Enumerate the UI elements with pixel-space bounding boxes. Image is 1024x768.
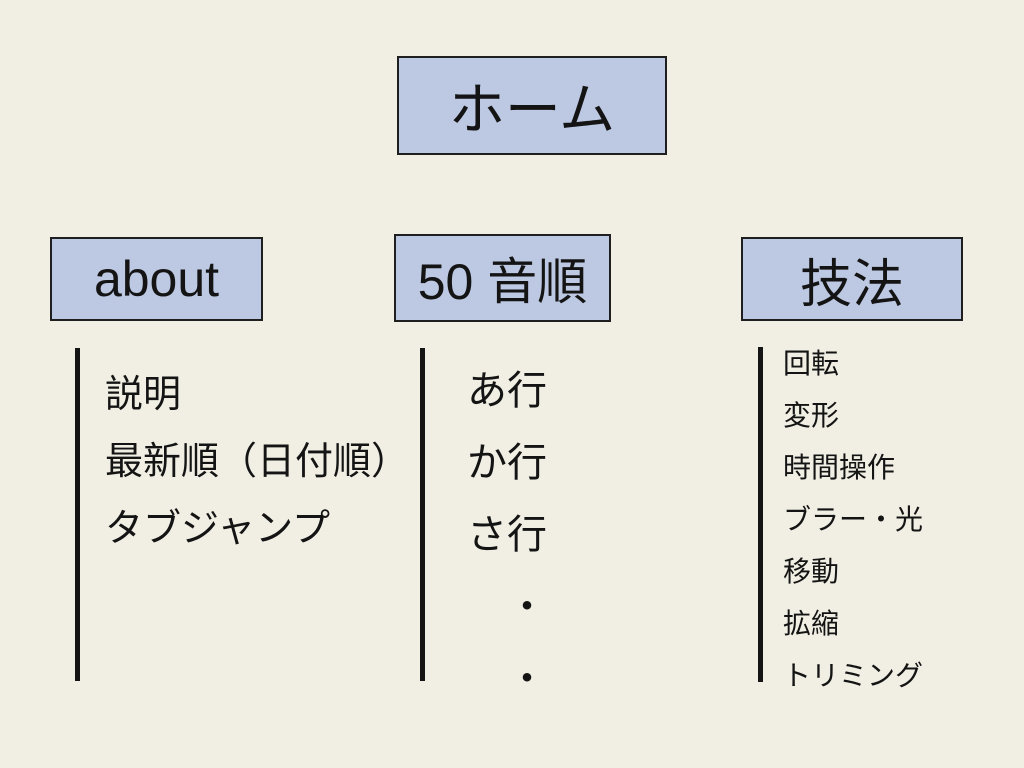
home-node: ホーム — [397, 56, 667, 155]
list-item: 拡縮 — [783, 608, 840, 639]
list-item: トリミング — [783, 660, 924, 691]
ellipsis-dot: ・ — [507, 585, 547, 629]
list-item: 変形 — [783, 400, 840, 431]
branch-box-about: about — [50, 237, 263, 321]
list-item: 回転 — [783, 348, 840, 379]
list-item: あ行 — [467, 369, 547, 413]
home-node-label: ホーム — [448, 78, 616, 141]
list-item: さ行 — [467, 513, 547, 557]
branch-list-gojuon: あ行 か行 さ行 ・ ・ — [467, 355, 547, 715]
list-item: か行 — [467, 441, 547, 485]
branch-box-gojuon: 50 音順 — [394, 234, 611, 322]
list-item: 移動 — [783, 556, 840, 587]
branch-line-gojuon — [420, 348, 425, 681]
list-item: 最新順（日付順） — [105, 441, 410, 483]
branch-line-giho — [758, 347, 763, 682]
branch-title-gojuon: 50 音順 — [417, 254, 588, 310]
branch-line-about — [75, 348, 80, 681]
branch-box-giho: 技法 — [741, 237, 963, 321]
branch-list-giho: 回転 変形 時間操作 ブラー・光 移動 拡縮 トリミング — [783, 338, 923, 702]
list-item: 説明 — [105, 374, 182, 416]
branch-title-about: about — [93, 251, 220, 307]
list-item: タブジャンプ — [105, 508, 330, 550]
list-item: 時間操作 — [783, 452, 896, 483]
list-item: ブラー・光 — [783, 504, 924, 535]
branch-title-giho: 技法 — [799, 255, 904, 314]
branch-list-about: 説明 最新順（日付順） タブジャンプ — [105, 362, 409, 563]
ellipsis-dot: ・ — [507, 657, 547, 701]
